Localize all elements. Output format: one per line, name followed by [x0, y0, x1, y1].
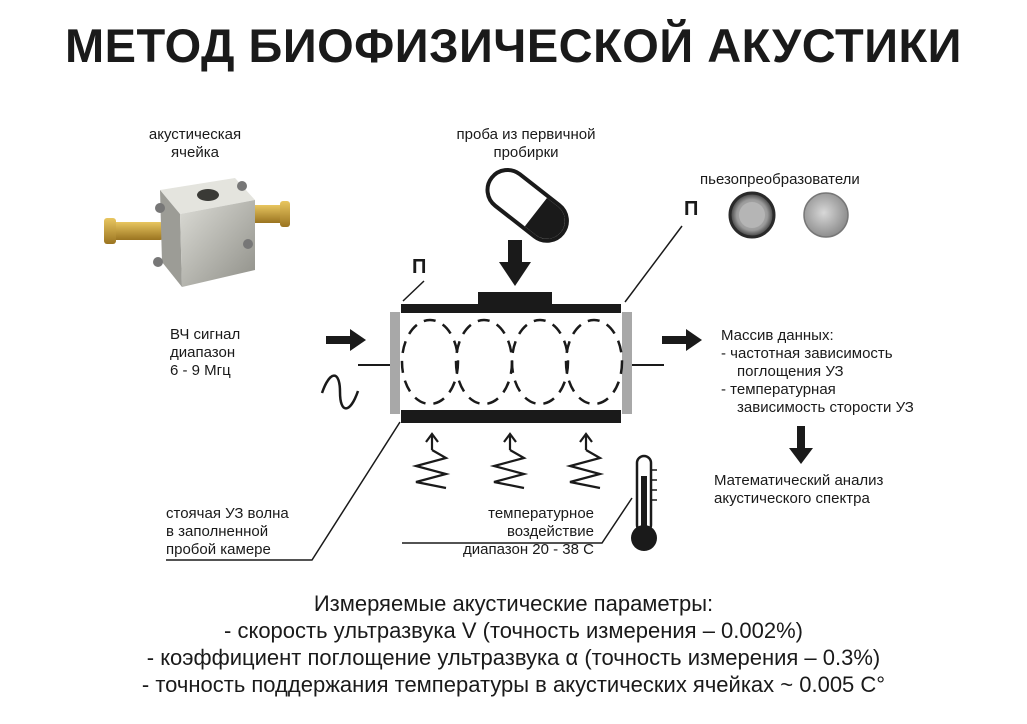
heat-arrow-2 [489, 432, 529, 490]
transducer-right [622, 312, 632, 414]
piezo-label: пьезопреобразователи [700, 171, 860, 188]
standing-wave [400, 318, 624, 406]
math-analysis-line-1: Математический анализ [714, 472, 884, 489]
temperature-label: температурное воздействие диапазон 20 - … [398, 505, 594, 559]
piezo-disc-left-core [739, 202, 765, 228]
p-right-leader [624, 225, 683, 303]
temperature-leader [402, 497, 633, 544]
hf-signal-label: ВЧ сигнал диапазон 6 - 9 Мгц [170, 326, 240, 380]
p-left-leader [402, 280, 425, 302]
sample-label-line-2: пробирки [493, 144, 559, 161]
data-array-line-5: зависимость сторости УЗ [737, 399, 914, 416]
sample-label-line-1: проба из первичной [456, 126, 596, 143]
temperature-line-2: диапазон 20 - 38 С [463, 541, 594, 558]
cell-label: акустическая ячейка [140, 126, 250, 162]
cell-label-line-1: акустическая [148, 126, 242, 143]
standing-wave-line-1: стоячая УЗ волна [166, 505, 289, 522]
sample-label: проба из первичной пробирки [436, 126, 616, 162]
hf-signal-line-3: 6 - 9 Мгц [170, 362, 231, 379]
measured-parameters: Измеряемые акустические параметры: - ско… [0, 590, 1027, 698]
p-label-right: П [684, 198, 699, 220]
sample-arrow-head [499, 262, 531, 286]
output-arrow-head [686, 329, 702, 351]
hf-signal-line-2: диапазон [170, 344, 236, 361]
heat-arrow-1 [411, 432, 451, 490]
params-line-temperature: - точность поддержания температуры в аку… [141, 672, 886, 697]
measurement-chamber [358, 292, 664, 423]
input-arrow-shaft [326, 336, 352, 344]
data-array-line-2: - частотная зависимость [721, 345, 893, 362]
p-label-left: П [412, 256, 427, 278]
analysis-arrow-shaft [797, 426, 805, 450]
standing-wave-label: стоячая УЗ волна в заполненной пробой ка… [166, 505, 289, 559]
page-title: МЕТОД БИОФИЗИЧЕСКОЙ АКУСТИКИ [65, 19, 962, 72]
data-array-label: Массив данных: - частотная зависимость п… [721, 327, 914, 417]
piezo-disc-right [803, 192, 849, 238]
sine-wave-icon [320, 374, 360, 410]
params-line-absorption: - коэффициент поглощение ультразвука α (… [146, 645, 881, 670]
analysis-arrow-head [789, 448, 813, 464]
output-arrow-shaft [662, 336, 688, 344]
math-analysis-label: Математический анализ акустического спек… [714, 472, 883, 508]
data-array-line-3: поглощения УЗ [737, 363, 844, 380]
math-analysis-line-2: акустического спектра [714, 490, 870, 507]
params-line-velocity: - скорость ультразвука V (точность измер… [224, 618, 803, 643]
heat-arrow-3 [565, 432, 605, 490]
data-array-line-1: Массив данных: [721, 327, 834, 344]
thermometer-icon [631, 454, 657, 551]
hf-signal-line-1: ВЧ сигнал [170, 326, 241, 343]
data-array-line-4: - температурная [721, 381, 836, 398]
standing-wave-line-2: в заполненной [166, 523, 269, 540]
input-arrow-head [350, 329, 366, 351]
standing-wave-leader [166, 421, 401, 561]
heat-arrows [411, 432, 605, 490]
cell-label-line-2: ячейка [171, 144, 219, 161]
standing-wave-line-3: пробой камере [166, 541, 271, 558]
acoustic-cell-image [104, 178, 290, 287]
params-heading: Измеряемые акустические параметры: [313, 591, 714, 616]
test-tube-icon [485, 167, 569, 243]
temperature-line-1: температурное воздействие [488, 505, 594, 540]
sample-arrow-shaft [508, 240, 522, 266]
transducer-left [390, 312, 400, 414]
